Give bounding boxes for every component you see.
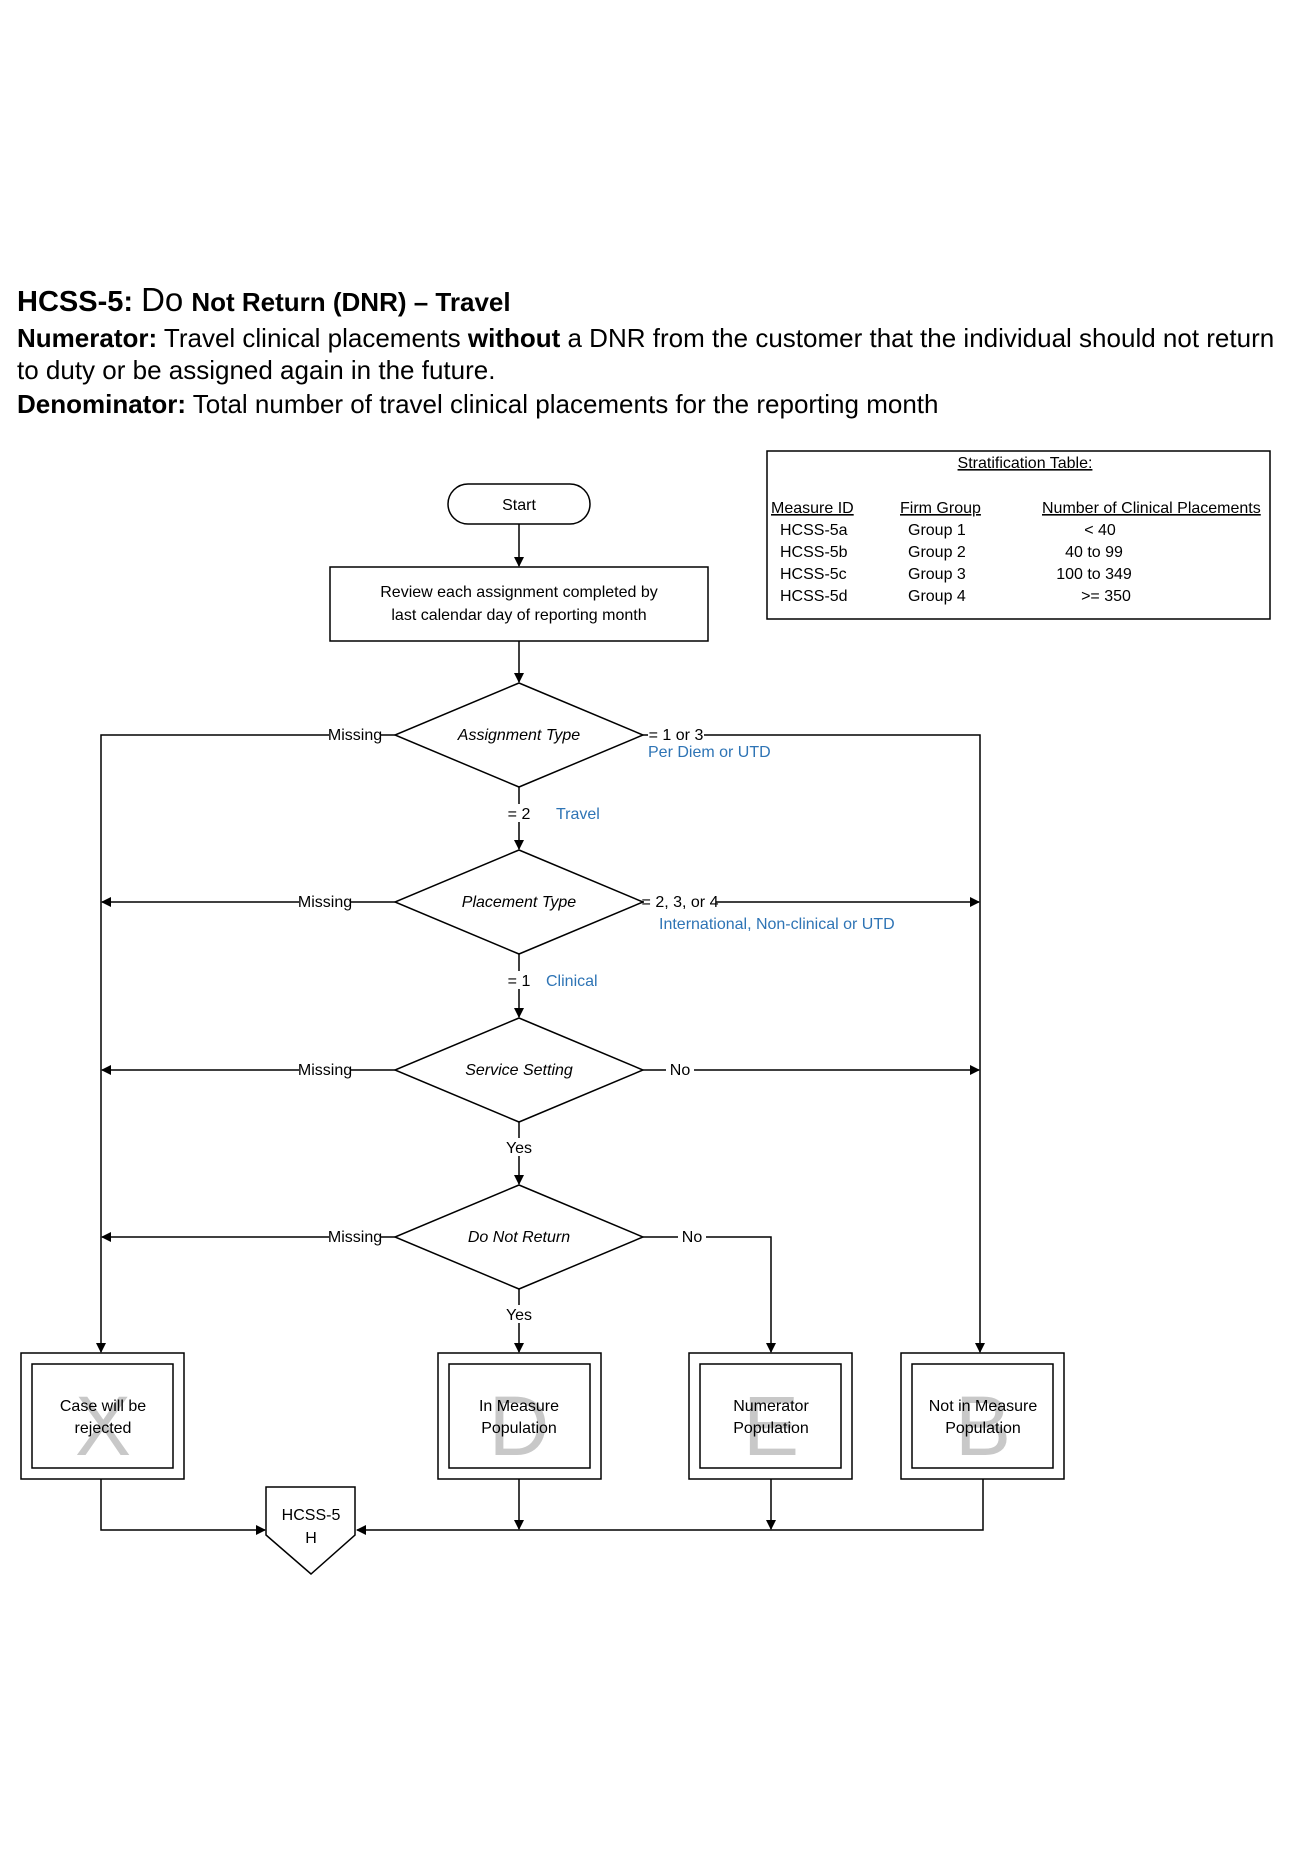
outcome-not-in-measure: B Not in Measure Population <box>900 1352 1065 1480</box>
outcome-letter-x: X <box>75 1379 131 1473</box>
strat-cell: >= 350 <box>1081 588 1131 605</box>
measure-title: HCSS-5: Do Not Return (DNR) – Travel <box>17 282 1282 320</box>
outcome-numerator-line-1: Numerator <box>733 1398 809 1415</box>
label-eq-2-3-4: = 2, 3, or 4 <box>642 894 719 911</box>
label-no-dnr: No <box>682 1229 703 1246</box>
line-rejected-to-connector <box>100 1479 266 1535</box>
label-missing-service: Missing <box>298 1062 352 1079</box>
do-not-return-label: Do Not Return <box>468 1229 570 1246</box>
measure-header: HCSS-5: Do Not Return (DNR) – Travel Num… <box>17 282 1282 420</box>
assignment-type-label: Assignment Type <box>457 727 581 744</box>
review-process-box <box>329 566 709 642</box>
line-to-not-in-measure <box>643 734 985 1353</box>
outcome-numerator-line-2: Population <box>733 1420 809 1437</box>
denominator-definition: Denominator: Total number of travel clin… <box>17 388 1282 420</box>
strat-cell: Group 4 <box>908 588 966 605</box>
outcome-in-measure-line-2: Population <box>481 1420 557 1437</box>
connector-line-1: HCSS-5 <box>282 1507 341 1524</box>
strat-cell: Group 2 <box>908 544 966 561</box>
outcome-numerator: E Numerator Population <box>688 1352 853 1480</box>
label-eq-1-or-3: = 1 or 3 <box>649 727 704 744</box>
off-page-connector <box>265 1486 356 1575</box>
strat-cell: HCSS-5d <box>780 588 848 605</box>
strat-cell: HCSS-5c <box>780 566 847 583</box>
label-clinical: Clinical <box>546 973 598 990</box>
outcome-rejected: X Case will be rejected <box>20 1352 185 1480</box>
numerator-bold: without <box>467 323 561 353</box>
outcome-rejected-line-2: rejected <box>75 1420 132 1437</box>
label-travel: Travel <box>556 806 600 823</box>
outcome-in-measure-line-1: In Measure <box>479 1398 559 1415</box>
strat-cell: Group 3 <box>908 566 966 583</box>
label-missing-placement: Missing <box>298 894 352 911</box>
measure-code: HCSS-5: <box>17 286 134 318</box>
numerator-text-after: a DNR from the customer that the individ… <box>17 323 1275 385</box>
stratification-title: Stratification Table: <box>958 455 1093 472</box>
strat-cell: HCSS-5b <box>780 544 848 561</box>
outcome-letter-b: B <box>955 1379 1011 1473</box>
strat-header-firm-group: Firm Group <box>900 500 981 517</box>
connector-line-2: H <box>305 1530 317 1547</box>
stratification-table: Stratification Table: Measure ID Firm Gr… <box>766 450 1271 620</box>
strat-header-measure-id: Measure ID <box>771 500 854 517</box>
strat-cell: < 40 <box>1084 522 1116 539</box>
numerator-definition: Numerator: Travel clinical placements wi… <box>17 322 1282 386</box>
strat-header-placements: Number of Clinical Placements <box>1042 500 1261 517</box>
outcome-not-in-measure-line-1: Not in Measure <box>929 1398 1038 1415</box>
review-line-1: Review each assignment completed by <box>380 584 657 601</box>
outcome-letter-e: E <box>743 1379 799 1473</box>
strat-cell: 40 to 99 <box>1065 544 1123 561</box>
line-dnr-no-to-numerator <box>643 1236 776 1353</box>
label-yes-dnr: Yes <box>506 1307 532 1324</box>
stratification-table-border <box>766 450 1271 620</box>
strat-cell: 100 to 349 <box>1056 566 1132 583</box>
line-outcomes-to-connector <box>356 1479 984 1535</box>
numerator-label: Numerator: <box>17 323 158 353</box>
start-label: Start <box>502 497 536 514</box>
strat-cell: Group 1 <box>908 522 966 539</box>
label-per-diem: Per Diem or UTD <box>648 744 771 761</box>
label-eq-2: = 2 <box>508 806 531 823</box>
denominator-text: Total number of travel clinical placemen… <box>192 389 939 419</box>
label-missing-assignment: Missing <box>328 727 382 744</box>
outcome-letter-d: D <box>489 1379 550 1473</box>
service-setting-label: Service Setting <box>465 1062 573 1079</box>
outcome-rejected-line-1: Case will be <box>60 1398 146 1415</box>
measure-title-do: Do <box>141 281 184 318</box>
numerator-text-before: Travel clinical placements <box>163 323 461 353</box>
line-missing-to-rejected <box>96 734 395 1353</box>
review-line-2: last calendar day of reporting month <box>391 607 646 624</box>
label-international: International, Non-clinical or UTD <box>659 916 895 933</box>
placement-type-label: Placement Type <box>462 894 577 911</box>
denominator-label: Denominator: <box>17 389 186 419</box>
strat-cell: HCSS-5a <box>780 522 848 539</box>
label-eq-1: = 1 <box>508 973 531 990</box>
outcome-not-in-measure-line-2: Population <box>945 1420 1021 1437</box>
label-missing-dnr: Missing <box>328 1229 382 1246</box>
outcome-in-measure: D In Measure Population <box>437 1352 602 1480</box>
label-no-service: No <box>670 1062 691 1079</box>
measure-title-rest: Not Return (DNR) – Travel <box>191 287 511 317</box>
label-yes-service: Yes <box>506 1140 532 1157</box>
